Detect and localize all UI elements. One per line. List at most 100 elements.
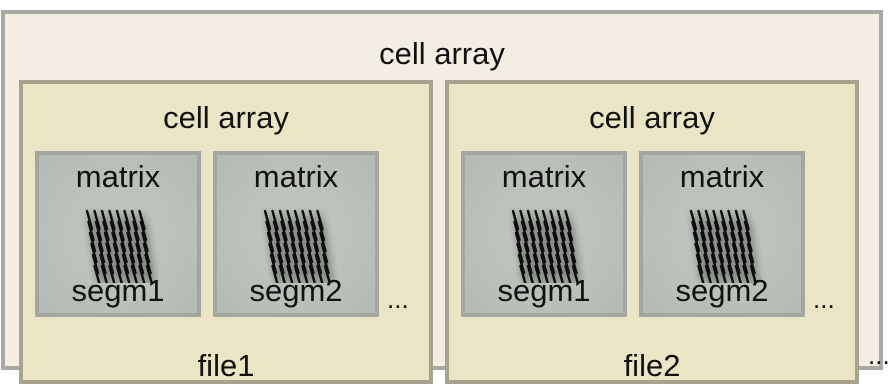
file-label: file2 [623, 348, 681, 383]
file-cell-array-title: cell array [589, 100, 715, 135]
signal-trace [129, 253, 137, 275]
signal-trace [517, 253, 526, 275]
file-cell-array-title: cell array [163, 100, 289, 135]
signal-trace [555, 253, 563, 275]
signal-trace [287, 220, 296, 242]
signal-trace [266, 231, 275, 253]
signal-trace [274, 231, 282, 253]
signal-trace [748, 253, 756, 275]
signal-trace [523, 242, 532, 264]
signal-trace [97, 242, 106, 264]
signal-trace [713, 220, 722, 242]
signal-trace [123, 264, 131, 283]
signal-trace [526, 209, 535, 231]
signal-trace [268, 242, 276, 264]
signal-trace [570, 253, 578, 275]
signal-trace [93, 209, 101, 231]
signal-trace [91, 253, 100, 275]
signal-trace [734, 209, 743, 231]
segment-label: segm1 [71, 273, 165, 308]
signal-trace [281, 231, 290, 253]
signal-trace [538, 242, 547, 264]
signal-trace [292, 253, 300, 275]
signal-trace [317, 220, 326, 242]
signal-trace [304, 231, 312, 253]
signal-trace [710, 253, 719, 275]
signal-trace [706, 220, 714, 242]
signal-trace [525, 253, 533, 275]
signal-trace [141, 231, 149, 253]
signal-trace [322, 253, 330, 275]
signal-trace [139, 220, 148, 242]
signal-trace [743, 220, 752, 242]
signal-trace [112, 242, 121, 264]
signal-trace [275, 242, 284, 264]
signal-trace [535, 220, 544, 242]
signal-trace [277, 253, 285, 275]
signal-trace [85, 209, 94, 231]
signal-trace [556, 209, 565, 231]
signal-trace [543, 220, 551, 242]
signal-trace [564, 264, 572, 283]
signal-trace [547, 253, 556, 275]
signal-trace [316, 209, 324, 231]
signal-trace [697, 209, 705, 231]
signal-trace [133, 231, 142, 253]
signal-trace [271, 209, 279, 231]
signal-trace [549, 264, 557, 283]
signal-trace [520, 220, 529, 242]
signal-trace [519, 209, 527, 231]
signal-trace [731, 242, 740, 264]
signal-trace [308, 209, 317, 231]
signal-matrix-icon [689, 209, 757, 283]
signal-trace [120, 242, 128, 264]
signal-trace [724, 242, 732, 264]
signal-trace [544, 231, 553, 253]
segment-type-label: matrix [501, 159, 587, 194]
signal-trace [320, 242, 329, 264]
signal-trace [319, 231, 327, 253]
signal-trace [698, 220, 707, 242]
signal-trace [271, 264, 279, 283]
signal-trace [316, 264, 324, 283]
signal-trace [511, 209, 520, 231]
signal-trace [529, 231, 538, 253]
signal-trace [730, 231, 738, 253]
signal-trace [308, 264, 316, 283]
signal-trace [715, 231, 723, 253]
signal-trace [103, 231, 112, 253]
signal-matrix-icon [263, 209, 331, 283]
signal-trace [313, 242, 321, 264]
signal-trace [138, 264, 146, 283]
more-segments-ellipsis: ... [813, 284, 835, 314]
signal-trace [722, 231, 731, 253]
signal-trace [745, 231, 753, 253]
signal-trace [728, 220, 737, 242]
signal-matrix-icon [85, 209, 153, 283]
signal-trace [695, 253, 704, 275]
segment-type-label: matrix [253, 159, 339, 194]
signal-trace [556, 264, 564, 283]
signal-trace [99, 253, 107, 275]
signal-trace [111, 231, 119, 253]
signal-trace [528, 220, 536, 242]
signal-trace [314, 253, 323, 275]
signal-trace [700, 231, 708, 253]
signal-trace [734, 264, 742, 283]
signal-trace [126, 231, 134, 253]
signal-trace [117, 220, 125, 242]
signal-trace [100, 209, 109, 231]
signal-trace [96, 231, 104, 253]
signal-trace [534, 209, 542, 231]
signal-trace [286, 209, 294, 231]
signal-trace [136, 253, 145, 275]
signal-trace [546, 242, 554, 264]
signal-trace [123, 209, 131, 231]
signal-trace [564, 209, 572, 231]
signal-trace [571, 264, 579, 283]
signal-trace [290, 242, 299, 264]
signal-trace [716, 242, 725, 264]
signal-trace [265, 220, 273, 242]
signal-trace [541, 264, 549, 283]
signal-trace [712, 209, 720, 231]
